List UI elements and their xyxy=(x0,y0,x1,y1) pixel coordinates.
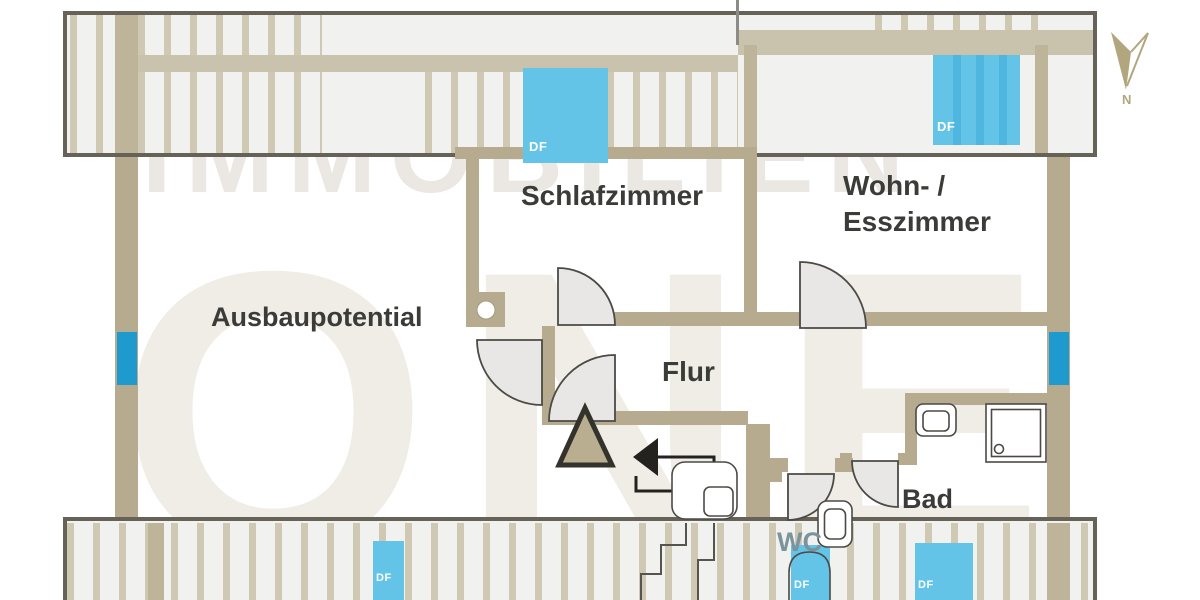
north-label: N xyxy=(1122,92,1131,107)
room-label-wc: WC xyxy=(777,527,822,557)
wall xyxy=(1035,45,1048,153)
roof-purlin xyxy=(138,55,738,72)
room-label-flur: Flur xyxy=(662,356,715,387)
wall xyxy=(614,312,800,326)
chimney-block xyxy=(466,292,505,327)
room-label-wohnzimmer-line2: Esszimmer xyxy=(843,206,991,237)
wall xyxy=(115,15,138,153)
wall xyxy=(542,411,748,425)
roof-window-label: DF xyxy=(376,572,392,584)
north-arrow-icon xyxy=(1111,32,1131,90)
roof-hatch xyxy=(70,15,115,153)
roof-window-label: DF xyxy=(918,579,934,591)
roof-window-label: DF xyxy=(529,139,548,154)
wall xyxy=(744,45,757,153)
wall xyxy=(898,453,917,465)
room-label-ausbaupotential: Ausbaupotential xyxy=(211,302,423,332)
window-left xyxy=(117,332,137,385)
room-label-schlafzimmer: Schlafzimmer xyxy=(521,180,704,211)
section-line xyxy=(736,0,739,45)
wall xyxy=(863,312,1047,326)
wall xyxy=(768,458,788,472)
roof-window-label: DF xyxy=(937,119,956,134)
wall xyxy=(746,424,770,517)
roof-hatch xyxy=(138,15,322,55)
room-label-bad: Bad xyxy=(902,484,954,514)
wall xyxy=(148,523,164,600)
roof-window-df xyxy=(523,68,608,163)
roof-window-bar xyxy=(953,55,961,145)
room-label-wohnzimmer-line1: Wohn- / xyxy=(843,170,946,201)
window-right xyxy=(1049,332,1069,385)
roof-window-bar xyxy=(999,55,1007,145)
roof-window-df xyxy=(915,543,973,600)
wall xyxy=(905,393,1047,405)
wall xyxy=(840,453,852,465)
roof-hatch xyxy=(138,72,322,153)
wall xyxy=(542,326,555,424)
wall xyxy=(905,393,917,453)
wall xyxy=(1047,523,1070,600)
roof-window-df xyxy=(373,541,404,600)
wall xyxy=(466,159,479,292)
north-arrow-icon xyxy=(1126,32,1149,87)
wall-room-divider xyxy=(744,157,757,326)
roof-window-label: DF xyxy=(794,579,810,591)
roof-hatch xyxy=(875,15,1050,30)
roof-window-bar xyxy=(976,55,984,145)
roof-purlin xyxy=(738,30,1093,55)
